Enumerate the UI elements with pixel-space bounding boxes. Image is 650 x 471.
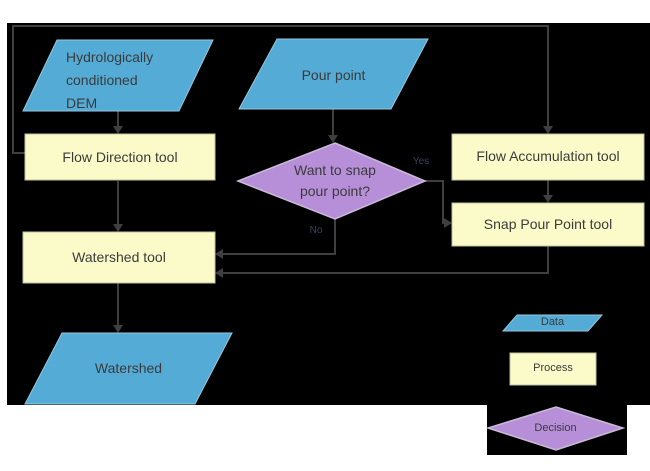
arrowhead-flowdirection-to-flowaccumulation bbox=[543, 126, 553, 134]
pour-point-node-label: Pour point bbox=[301, 67, 366, 83]
arrowhead-pourpoint-to-question bbox=[328, 135, 338, 143]
snap-pour-point-node-shape bbox=[451, 202, 645, 247]
arrowhead-flowdirection-to-watershedtool bbox=[113, 224, 123, 232]
legend-decision-label: Decision bbox=[534, 422, 577, 434]
arrowhead-dem-to-flowdirection bbox=[113, 126, 123, 134]
legend-data-shape bbox=[501, 314, 604, 332]
dem-node-label: Hydrologically conditioned DEM bbox=[66, 49, 154, 111]
snap-question-node-label: Want to snap pour point? bbox=[294, 162, 376, 199]
edge-snappourpoint-to-watershedtool bbox=[223, 246, 549, 274]
watershed-node-label: Watershed bbox=[94, 360, 163, 376]
watershed-node-shape bbox=[24, 332, 233, 405]
dem-node-shape bbox=[22, 39, 214, 112]
legend-data-label: Data bbox=[540, 316, 565, 328]
arrowhead-snappourpoint-to-watershedtool bbox=[215, 268, 223, 278]
arrowhead-question-yes-to-snappourpoint bbox=[444, 218, 452, 228]
arrowhead-watershedtool-to-watershed bbox=[113, 325, 123, 333]
watershed-tool-node-label: Watershed tool bbox=[72, 249, 166, 265]
watershed-tool-node-shape bbox=[22, 231, 216, 284]
snap-question-node-shape bbox=[235, 142, 427, 220]
pour-point-node-shape bbox=[238, 38, 429, 110]
flow-direction-node-shape bbox=[24, 133, 216, 181]
flow-accumulation-node-label: Flow Accumulation tool bbox=[476, 148, 620, 164]
yes-branch-label: Yes bbox=[412, 156, 430, 167]
flow-accumulation-node-shape bbox=[451, 133, 645, 181]
no-branch-label: No bbox=[309, 225, 323, 236]
flow-direction-node-label: Flow Direction tool bbox=[62, 149, 178, 165]
edge-flowdirection-to-flowaccumulation bbox=[12, 25, 549, 154]
edge-question-yes-to-snappourpoint bbox=[425, 180, 444, 224]
edge-question-no-to-watershedtool bbox=[223, 219, 336, 255]
arrowhead-flowaccumulation-to-snappourpoint bbox=[543, 195, 553, 203]
arrowhead-question-no-to-watershedtool bbox=[215, 249, 223, 259]
legend-process-shape bbox=[509, 352, 597, 386]
snap-pour-point-node-label: Snap Pour Point tool bbox=[483, 216, 613, 232]
legend-process-label: Process bbox=[533, 362, 573, 374]
legend-decision-shape bbox=[485, 406, 626, 451]
